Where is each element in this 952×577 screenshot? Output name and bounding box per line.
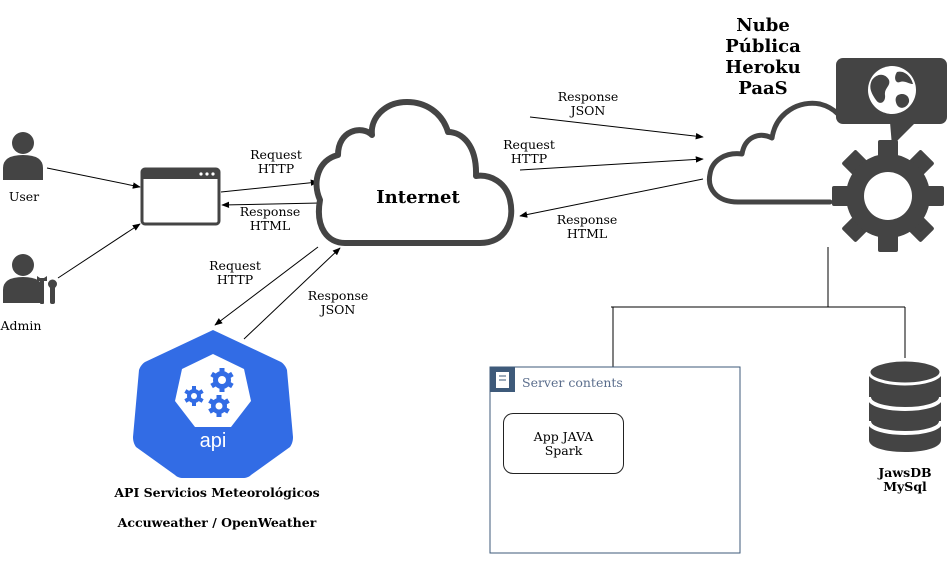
api-to-internet-arrow — [243, 247, 341, 340]
api-gear-bottom-icon — [208, 395, 230, 417]
browser-window-icon — [140, 167, 221, 226]
api-gear-left-icon — [184, 386, 204, 406]
api-gear-large-icon — [210, 368, 234, 392]
heroku-to-internet-json-arrow — [529, 116, 704, 140]
heroku-cloud-icon — [706, 100, 841, 205]
internet-label: Internet — [376, 187, 460, 208]
api-icon-text: api — [200, 430, 227, 452]
heroku-to-internet-html-arrow — [519, 178, 704, 218]
admin-label: Admin — [0, 318, 42, 333]
cloud-title: Nube Pública Heroku PaaS — [725, 15, 801, 99]
app-java-spark-box: App JAVA Spark — [503, 413, 624, 474]
user-to-browser-arrow — [46, 167, 141, 189]
browser-to-internet-arrow — [220, 179, 319, 193]
internet-to-heroku-arrow — [519, 156, 704, 171]
api-caption: API Servicios Meteorológicos — [114, 485, 320, 500]
user-label: User — [8, 189, 40, 204]
api-providers: Accuweather / OpenWeather — [117, 515, 317, 530]
database-icon — [867, 358, 943, 452]
database-label: JawsDB MySql — [878, 465, 932, 494]
internet-to-browser-arrow — [221, 201, 321, 209]
gear-icon — [832, 140, 944, 252]
api-icon: api — [133, 330, 293, 478]
app-line-1: App JAVA — [533, 428, 594, 444]
internet-cloud — [313, 99, 515, 246]
globe-speech-bubble-icon — [836, 58, 947, 146]
app-line-2: Spark — [544, 442, 583, 458]
heroku-connector-lines — [611, 247, 906, 367]
internet-to-api-arrow — [214, 246, 319, 326]
user-icon — [3, 132, 43, 180]
server-contents-title: Server contents — [522, 375, 623, 390]
admin-icon — [3, 254, 57, 304]
admin-to-browser-arrow — [57, 223, 141, 279]
